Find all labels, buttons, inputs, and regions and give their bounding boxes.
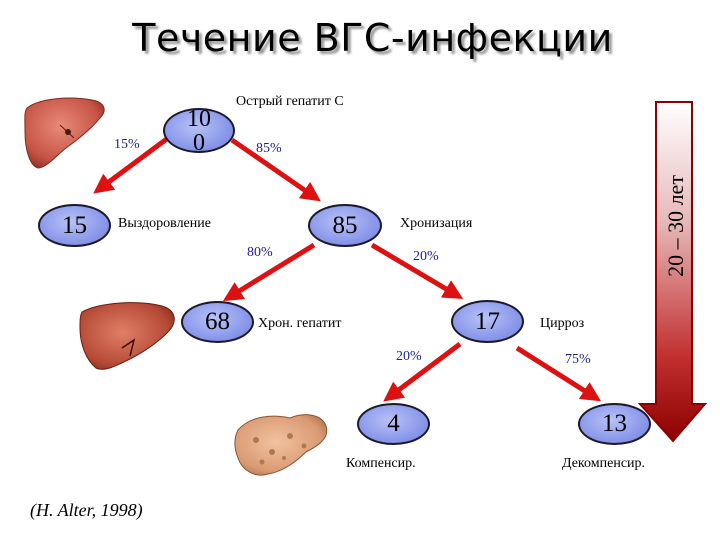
node-total: 100 [163, 107, 235, 155]
label-recovery: Выздоровление [118, 216, 211, 231]
arrow-to-recovery [93, 135, 170, 194]
arrow-to-cirrhosis [370, 242, 464, 300]
hepatitis-liver-icon [79, 302, 175, 370]
percent-to-recovery: 15% [114, 137, 140, 152]
arrow-to-chronic-hepatitis [222, 242, 316, 302]
label-cirrhosis: Цирроз [540, 316, 585, 331]
label-compensated: Компенсир. [346, 456, 416, 471]
node-compensated: 4 [357, 403, 430, 445]
timeline-text: 20 – 30 лет [663, 175, 688, 277]
percent-to-compensated: 20% [396, 349, 422, 364]
node-decompensated: 13 [578, 403, 651, 445]
percent-to-cirrhosis: 20% [413, 249, 439, 264]
healthy-liver-icon [24, 97, 105, 169]
node-recovery: 15 [38, 204, 111, 247]
label-decompensated: Декомпенсир. [562, 456, 646, 471]
timeline-arrow [637, 101, 708, 443]
label-chronization: Хронизация [400, 216, 473, 231]
label-chronic-hepatitis: Хрон. гепатит [258, 316, 342, 331]
arrow-to-chronization [230, 137, 321, 202]
percent-to-chronization: 85% [256, 141, 282, 156]
node-chronization: 85 [308, 204, 382, 247]
percent-to-chronic-hepatitis: 80% [247, 245, 273, 260]
arrow-to-decompensated [515, 345, 602, 402]
node-chronic-hepatitis: 68 [181, 301, 254, 343]
cirrhotic-liver-icon [234, 414, 328, 476]
arrow-to-compensated [383, 342, 462, 402]
source-citation: (H. Alter, 1998) [30, 500, 143, 520]
page-title: Течение ВГС-инфекции [132, 16, 613, 60]
label-acute-hepatitis: Острый гепатит С [236, 94, 344, 109]
percent-to-decompensated: 75% [565, 352, 591, 367]
node-cirrhosis: 17 [451, 300, 524, 343]
